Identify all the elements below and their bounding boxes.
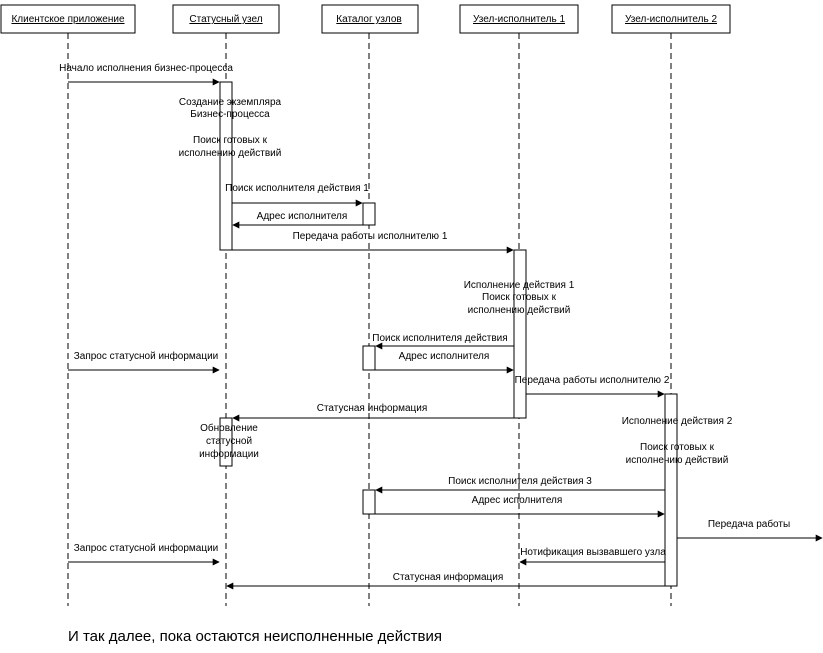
note: Поиск готовых к исполнению действий xyxy=(179,135,282,159)
note: Исполнение действия 1 Поиск готовых к ис… xyxy=(464,280,575,316)
message-label: Поиск исполнителя действия xyxy=(372,333,507,344)
note-line: Поиск готовых к xyxy=(193,135,268,146)
participant-label: Каталог узлов xyxy=(336,14,401,25)
footer-caption: И так далее, пока остаются неисполненные… xyxy=(68,628,442,645)
note-line: Обновление xyxy=(200,422,258,434)
message-label: Адрес исполнителя xyxy=(399,351,490,362)
activation-status xyxy=(219,417,233,467)
message-label: Начало исполнения бизнес-процесса xyxy=(59,62,233,74)
participant-catalog: Каталог узлов xyxy=(321,4,419,34)
note-line: Исполнение действия 2 xyxy=(622,416,733,427)
activation-catalog xyxy=(362,202,376,226)
message-label: Адрес исполнителя xyxy=(472,495,563,506)
note-line: исполнению действий xyxy=(179,148,282,159)
note-line: информации xyxy=(199,448,259,460)
message-label: Передача работы xyxy=(708,518,790,530)
activation-exec1 xyxy=(513,249,527,419)
note-line: Бизнес-процесса xyxy=(190,109,270,120)
participant-status: Статусный узел xyxy=(172,4,280,34)
message-label: Адрес исполнителя xyxy=(257,211,348,222)
participant-exec1: Узел-исполнитель 1 xyxy=(459,4,579,34)
note-line: исполнению действий xyxy=(468,305,571,316)
activation-status xyxy=(219,81,233,251)
participant-client: Клиентское приложение xyxy=(0,4,136,34)
activation-catalog xyxy=(362,345,376,371)
note: Обновление статусной информации xyxy=(199,422,259,460)
activation-catalog xyxy=(362,489,376,515)
message-label: Нотификация вызвавшего узла xyxy=(520,546,666,558)
note-line: статусной xyxy=(206,436,252,447)
message-label: Поиск исполнителя действия 3 xyxy=(448,476,592,487)
note: Исполнение действия 2 xyxy=(622,416,733,427)
message-label: Запрос статусной информации xyxy=(74,350,219,362)
message-label: Статусная информация xyxy=(317,402,428,414)
note-line: Поиск готовых к xyxy=(640,442,715,453)
participant-label: Статусный узел xyxy=(189,14,262,25)
note-line: исполнению действий xyxy=(626,455,729,466)
participant-exec2: Узел-исполнитель 2 xyxy=(611,4,731,34)
message-label: Поиск исполнителя действия 1 xyxy=(225,183,369,194)
note: Поиск готовых к исполнению действий xyxy=(626,442,729,466)
participant-label: Узел-исполнитель 1 xyxy=(473,14,565,25)
participant-label: Узел-исполнитель 2 xyxy=(625,14,717,25)
message-label: Передача работы исполнителю 1 xyxy=(293,230,448,242)
message-label: Запрос статусной информации xyxy=(74,542,219,554)
note-line: Исполнение действия 1 xyxy=(464,280,575,291)
participant-label: Клиентское приложение xyxy=(11,14,125,25)
note-line: Создание экземпляра xyxy=(179,97,282,108)
note: Создание экземпляра Бизнес-процесса xyxy=(179,97,282,120)
note-line: Поиск готовых к xyxy=(482,292,557,303)
message-label: Статусная информация xyxy=(393,571,504,583)
message-label: Передача работы исполнителю 2 xyxy=(515,374,670,386)
